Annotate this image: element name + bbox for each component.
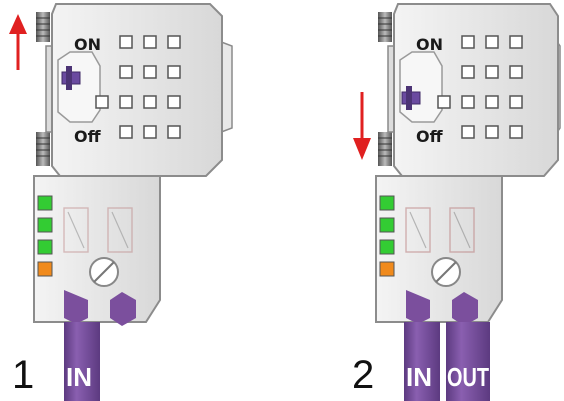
screw-bottom-icon [36,132,50,166]
arrow-up-icon [9,14,27,70]
on-label: ON [416,35,443,54]
figure-number: 1 [12,353,34,397]
figure-1: ON Off [9,4,232,401]
on-label: ON [74,35,101,54]
off-label: Off [74,127,102,146]
connector-body-lower [376,176,502,322]
cable-label-in: IN [406,362,432,392]
off-label: Off [416,127,444,146]
screw-top-icon [36,12,50,42]
cable-label-in: IN [66,362,92,392]
arrow-down-icon [353,92,371,160]
connector-body-lower [34,176,160,322]
screw-top-icon [378,12,392,42]
figure-2: ON Off IN OUT 2 [352,4,560,401]
figure-number: 2 [352,353,374,397]
cable-label-out: OUT [447,362,489,392]
screw-bottom-icon [378,132,392,166]
